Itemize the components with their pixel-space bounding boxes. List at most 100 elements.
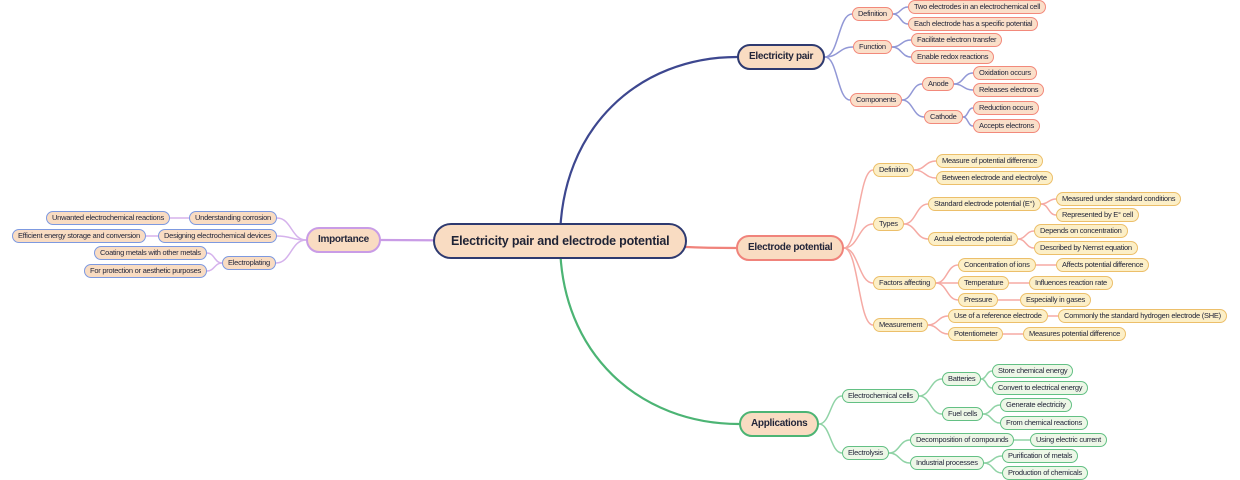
node-store-chemical-energy[interactable]: Store chemical energy <box>992 364 1074 378</box>
mindmap-edge <box>843 223 874 249</box>
mindmap-edge <box>983 455 1003 464</box>
node-facilitate-electron-transfer[interactable]: Facilitate electron transfer <box>911 33 1003 47</box>
mindmap-edge <box>982 413 1001 424</box>
node-for-protection-or-aesthetic-purposes[interactable]: For protection or aesthetic purposes <box>84 264 208 278</box>
mindmap-edge <box>935 282 959 301</box>
mindmap-edge <box>818 423 843 454</box>
mindmap-edge <box>1017 230 1035 240</box>
node-electrolysis[interactable]: Electrolysis <box>842 446 889 460</box>
node-using-electric-current[interactable]: Using electric current <box>1030 433 1107 447</box>
node-function[interactable]: Function <box>853 40 892 54</box>
mindmap-edge <box>953 72 974 85</box>
node-measured-under-standard-conditions[interactable]: Measured under standard conditions <box>1056 192 1182 206</box>
mindmap-edge <box>1040 198 1057 205</box>
node-types[interactable]: Types <box>873 217 904 231</box>
node-potentiometer[interactable]: Potentiometer <box>948 327 1004 341</box>
mindmap-edge <box>558 239 741 426</box>
node-applications[interactable]: Applications <box>739 411 820 437</box>
node-components[interactable]: Components <box>850 93 903 107</box>
mindmap-edge <box>918 378 943 397</box>
node-use-of-a-reference-electrode[interactable]: Use of a reference electrode <box>948 309 1048 323</box>
node-measures-potential-difference[interactable]: Measures potential difference <box>1023 327 1127 341</box>
node-concentration-of-ions[interactable]: Concentration of ions <box>958 258 1036 272</box>
node-decomposition-of-compounds[interactable]: Decomposition of compounds <box>910 433 1015 447</box>
mindmap-edge <box>1017 238 1035 249</box>
node-electrochemical-cells[interactable]: Electrochemical cells <box>842 389 919 403</box>
mindmap-edge <box>983 462 1003 474</box>
node-fuel-cells[interactable]: Fuel cells <box>942 407 984 421</box>
node-measurement[interactable]: Measurement <box>873 318 929 332</box>
node-each-electrode-has-a-specific-potential[interactable]: Each electrode has a specific potential <box>908 17 1039 31</box>
node-especially-in-gases[interactable]: Especially in gases <box>1020 293 1092 307</box>
node-pressure[interactable]: Pressure <box>958 293 999 307</box>
mindmap-edge <box>824 46 854 58</box>
mindmap-edge <box>843 169 874 249</box>
node-commonly-the-standard-hydrogen-electrode-she[interactable]: Commonly the standard hydrogen electrode… <box>1058 309 1227 323</box>
node-batteries[interactable]: Batteries <box>942 372 982 386</box>
node-importance[interactable]: Importance <box>306 227 381 253</box>
node-releases-electrons[interactable]: Releases electrons <box>973 83 1045 97</box>
node-definition[interactable]: Definition <box>852 7 893 21</box>
node-measure-of-potential-difference[interactable]: Measure of potential difference <box>936 154 1044 168</box>
mindmap-edge <box>888 439 911 454</box>
mindmap-edge <box>891 46 912 58</box>
node-factors-affecting[interactable]: Factors affecting <box>873 276 937 290</box>
mindmap-edge <box>843 247 874 326</box>
mindmap-edge <box>903 223 929 240</box>
mindmap-edge <box>901 99 925 118</box>
node-electricity-pair[interactable]: Electricity pair <box>737 44 826 70</box>
node-purification-of-metals[interactable]: Purification of metals <box>1002 449 1079 463</box>
node-electroplating[interactable]: Electroplating <box>222 256 276 270</box>
mindmap-edge <box>558 55 739 243</box>
root-node[interactable]: Electricity pair and electrode potential <box>433 223 688 260</box>
node-two-electrodes-in-an-electrochemical-cell[interactable]: Two electrodes in an electrochemical cel… <box>908 0 1047 14</box>
node-definition[interactable]: Definition <box>873 163 914 177</box>
mindmap-edge <box>206 252 223 264</box>
node-production-of-chemicals[interactable]: Production of chemicals <box>1002 466 1088 480</box>
node-efficient-energy-storage-and-conversion[interactable]: Efficient energy storage and conversion <box>12 229 146 243</box>
node-coating-metals-with-other-metals[interactable]: Coating metals with other metals <box>94 246 207 260</box>
mindmap-edge <box>1040 203 1057 216</box>
mindmap-edge <box>206 262 223 272</box>
node-unwanted-electrochemical-reactions[interactable]: Unwanted electrochemical reactions <box>46 211 170 225</box>
node-understanding-corrosion[interactable]: Understanding corrosion <box>189 211 277 225</box>
node-industrial-processes[interactable]: Industrial processes <box>910 456 984 470</box>
node-electrode-potential[interactable]: Electrode potential <box>736 235 845 261</box>
mindmap-edge <box>901 83 923 101</box>
node-accepts-electrons[interactable]: Accepts electrons <box>973 119 1040 133</box>
mindmap-edge <box>927 315 949 326</box>
mindmap-edge <box>980 370 993 380</box>
mindmap-edge <box>892 13 909 25</box>
node-convert-to-electrical-energy[interactable]: Convert to electrical energy <box>992 381 1089 395</box>
node-oxidation-occurs[interactable]: Oxidation occurs <box>973 66 1037 80</box>
mindmap-edge <box>953 83 974 91</box>
mindmap-edge <box>980 378 993 389</box>
node-anode[interactable]: Anode <box>922 77 955 91</box>
node-affects-potential-difference[interactable]: Affects potential difference <box>1056 258 1150 272</box>
mindmap-edge <box>843 247 874 284</box>
mindmap-edge <box>276 235 307 241</box>
node-generate-electricity[interactable]: Generate electricity <box>1000 398 1072 412</box>
mindmap-edge <box>891 39 912 48</box>
mindmap-edge <box>824 13 853 58</box>
node-represented-by-e-cell[interactable]: Represented by E° cell <box>1056 208 1139 222</box>
node-cathode[interactable]: Cathode <box>924 110 963 124</box>
node-from-chemical-reactions[interactable]: From chemical reactions <box>1000 416 1088 430</box>
node-reduction-occurs[interactable]: Reduction occurs <box>973 101 1039 115</box>
mindmap-edge <box>275 239 307 264</box>
node-actual-electrode-potential[interactable]: Actual electrode potential <box>928 232 1018 246</box>
node-described-by-nernst-equation[interactable]: Described by Nernst equation <box>1034 241 1138 255</box>
mindmap-edge <box>913 169 937 179</box>
node-depends-on-concentration[interactable]: Depends on concentration <box>1034 224 1128 238</box>
node-between-electrode-and-electrolyte[interactable]: Between electrode and electrolyte <box>936 171 1053 185</box>
mindmap-edge <box>824 56 851 101</box>
node-enable-redox-reactions[interactable]: Enable redox reactions <box>911 50 995 64</box>
mindmap-edge <box>892 6 909 15</box>
node-designing-electrochemical-devices[interactable]: Designing electrochemical devices <box>158 229 277 243</box>
node-influences-reaction-rate[interactable]: Influences reaction rate <box>1029 276 1113 290</box>
mindmap-edge <box>962 116 974 127</box>
node-temperature[interactable]: Temperature <box>958 276 1010 290</box>
mindmap-edge <box>888 452 911 464</box>
node-standard-electrode-potential-e[interactable]: Standard electrode potential (E°) <box>928 197 1041 211</box>
